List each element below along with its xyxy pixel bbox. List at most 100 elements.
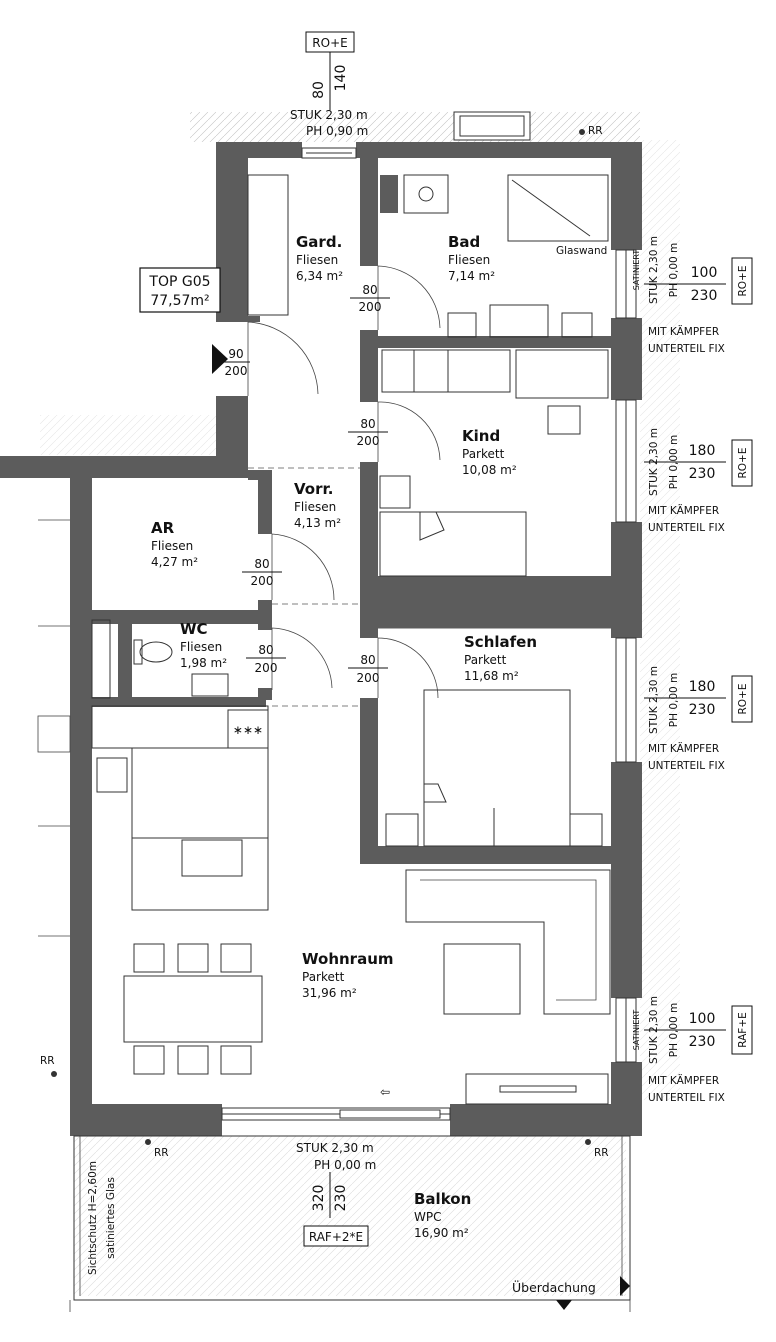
svg-text:140: 140 [333, 65, 349, 92]
room-area: 10,08 m² [462, 463, 517, 477]
room-wc: WC Fliesen 1,98 m² [180, 620, 227, 670]
svg-text:UNTERTEIL FIX: UNTERTEIL FIX [648, 1092, 725, 1104]
svg-text:MIT KÄMPFER: MIT KÄMPFER [648, 325, 719, 338]
room-balkon: Balkon WPC 16,90 m² [414, 1190, 471, 1240]
svg-text:200: 200 [225, 364, 248, 378]
svg-text:UNTERTEIL FIX: UNTERTEIL FIX [648, 760, 725, 772]
window-balkon-annotation: STUK 2,30 m PH 0,00 m 320 230 RAF+2*E [296, 1141, 376, 1247]
svg-text:200: 200 [357, 434, 380, 448]
sichtschutz-label: Sichtschutz H=2,60m [87, 1161, 99, 1275]
room-floor: Fliesen [180, 640, 222, 654]
svg-text:80: 80 [360, 653, 375, 667]
svg-text:RO+E: RO+E [737, 448, 749, 479]
rr-label: RR [154, 1147, 169, 1159]
window-schlafen-annotation: STUK 2,30 m PH 0,00 m 180 230 RO+E MIT K… [644, 666, 753, 772]
svg-text:230: 230 [691, 288, 718, 304]
entry-marker [212, 344, 228, 374]
room-floor: WPC [414, 1210, 441, 1224]
svg-text:MIT KÄMPFER: MIT KÄMPFER [648, 742, 719, 755]
svg-text:200: 200 [357, 671, 380, 685]
room-area: 7,14 m² [448, 269, 495, 283]
svg-text:80: 80 [360, 417, 375, 431]
direction-arrow: ⇦ [380, 1085, 390, 1099]
door-dimensions: 80 200 90 200 80 200 80 200 80 200 80 20… [222, 283, 390, 685]
room-floor: Fliesen [294, 500, 336, 514]
room-name: Vorr. [294, 480, 333, 498]
room-area: 16,90 m² [414, 1226, 469, 1240]
room-name: Kind [462, 427, 500, 445]
room-name: Bad [448, 233, 480, 251]
svg-text:SATINIERT: SATINIERT [632, 250, 641, 291]
unit-label: TOP G05 [148, 274, 210, 290]
room-area: 4,27 m² [151, 555, 198, 569]
balcony [69, 1135, 631, 1312]
room-wohnraum: Wohnraum Parkett 31,96 m² [302, 950, 394, 1000]
svg-text:200: 200 [359, 300, 382, 314]
room-area: 11,68 m² [464, 669, 519, 683]
svg-text:RO+E: RO+E [737, 684, 749, 715]
room-name: WC [180, 620, 208, 638]
svg-text:PH 0,00 m: PH 0,00 m [668, 673, 680, 728]
rr-label: RR [594, 1147, 609, 1159]
doors [247, 265, 441, 707]
room-name: Balkon [414, 1190, 471, 1208]
svg-text:320: 320 [311, 1185, 327, 1212]
svg-text:180: 180 [689, 443, 716, 459]
svg-text:200: 200 [251, 574, 274, 588]
room-area: 1,98 m² [180, 656, 227, 670]
svg-text:RO+E: RO+E [312, 36, 347, 50]
svg-text:PH 0,00 m: PH 0,00 m [314, 1158, 376, 1172]
room-schlafen: Schlafen Parkett 11,68 m² [464, 633, 537, 683]
svg-text:PH 0,90 m: PH 0,90 m [306, 124, 368, 138]
svg-text:PH 0,00 m: PH 0,00 m [668, 243, 680, 298]
room-floor: Parkett [302, 970, 345, 984]
glaswand-label: Glaswand [556, 245, 607, 257]
window-top-annotation: RO+E 80 140 STUK 2,30 m PH 0,90 m [290, 31, 368, 138]
room-area: 6,34 m² [296, 269, 343, 283]
svg-text:SATINIERT: SATINIERT [632, 1010, 641, 1051]
room-floor: Fliesen [448, 253, 490, 267]
room-name: AR [151, 519, 175, 537]
svg-text:STUK 2,30 m: STUK 2,30 m [648, 236, 660, 304]
hob-symbol: ∗∗∗ [233, 723, 263, 737]
windows [221, 111, 637, 1121]
rr-marker-balcony-left [145, 1139, 151, 1145]
svg-text:80: 80 [258, 643, 273, 657]
svg-text:200: 200 [255, 661, 278, 675]
svg-text:230: 230 [333, 1185, 349, 1212]
room-floor: Fliesen [151, 539, 193, 553]
unit-area: 77,57m² [150, 293, 209, 309]
room-area: 4,13 m² [294, 516, 341, 530]
svg-text:RAF+2*E: RAF+2*E [309, 1230, 363, 1244]
svg-text:STUK 2,30 m: STUK 2,30 m [648, 666, 660, 734]
svg-text:80: 80 [311, 81, 327, 99]
svg-text:90: 90 [228, 347, 243, 361]
furniture [37, 174, 611, 1105]
rr-marker-balcony-right [585, 1139, 591, 1145]
svg-text:230: 230 [689, 466, 716, 482]
window-wohn-annotation: SATINIERT STUK 2,30 m PH 0,00 m 100 230 … [632, 996, 753, 1104]
svg-text:UNTERTEIL FIX: UNTERTEIL FIX [648, 343, 725, 355]
rr-label: RR [588, 125, 603, 137]
room-bad: Bad Fliesen 7,14 m² Glaswand [448, 233, 607, 283]
sichtschutz-glass-label: satiniertes Glas [105, 1177, 117, 1259]
svg-text:100: 100 [689, 1011, 716, 1027]
outdoor-hatching [40, 112, 680, 1100]
svg-text:RO+E: RO+E [737, 266, 749, 297]
svg-text:80: 80 [254, 557, 269, 571]
rr-marker-top [579, 129, 585, 135]
unit-box [139, 267, 221, 313]
svg-text:STUK 2,30 m: STUK 2,30 m [290, 108, 368, 122]
svg-text:230: 230 [689, 702, 716, 718]
room-name: Wohnraum [302, 950, 394, 968]
svg-text:230: 230 [689, 1034, 716, 1050]
svg-text:STUK 2,30 m: STUK 2,30 m [296, 1141, 374, 1155]
svg-text:MIT KÄMPFER: MIT KÄMPFER [648, 504, 719, 517]
rr-marker-left [51, 1071, 57, 1077]
room-vorr: Vorr. Fliesen 4,13 m² [294, 480, 341, 530]
svg-text:UNTERTEIL FIX: UNTERTEIL FIX [648, 522, 725, 534]
room-ar: AR Fliesen 4,27 m² [151, 519, 198, 569]
room-floor: Fliesen [296, 253, 338, 267]
room-area: 31,96 m² [302, 986, 357, 1000]
